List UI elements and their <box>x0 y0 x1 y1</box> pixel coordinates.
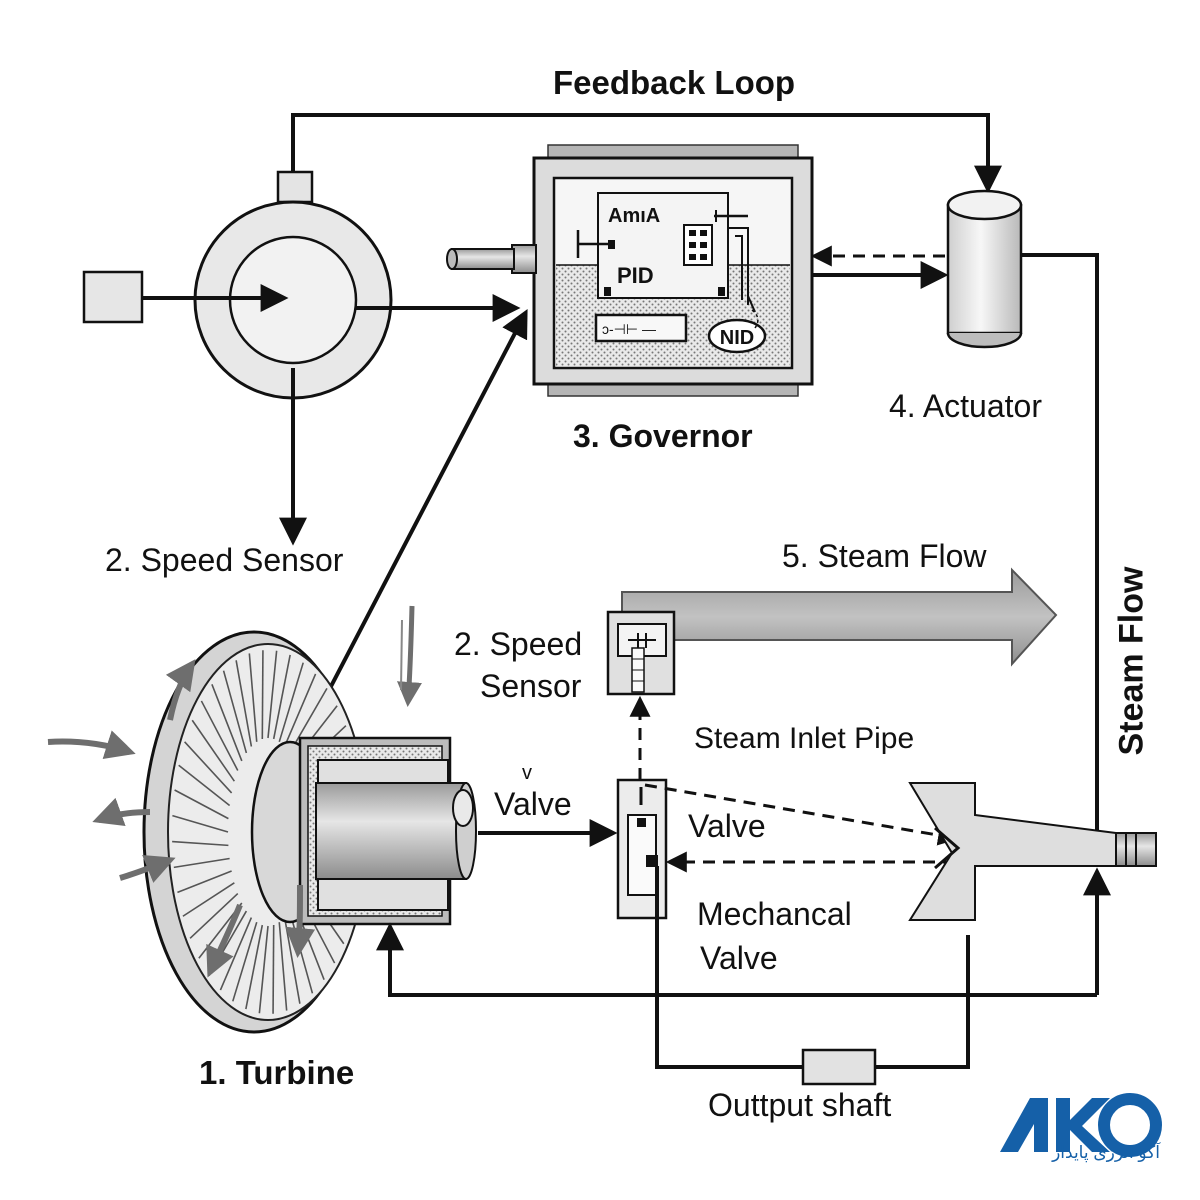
governor-actuator-connectors <box>810 245 1099 830</box>
turbine-blade <box>173 857 230 869</box>
turbine-flow-arrows <box>47 605 422 978</box>
steam-flow-arrow <box>621 567 1058 667</box>
actuator-unit <box>946 189 1023 349</box>
turbine-blade <box>174 789 229 820</box>
governor-pid-label: PID <box>617 263 654 288</box>
mechanical-valve-label-line2: Valve <box>700 940 778 976</box>
speed-sensor-connectors <box>142 284 521 546</box>
valve-left-label: Valve <box>494 786 572 822</box>
turbine-blade <box>219 917 253 991</box>
output-shaft-label: Outtput shaft <box>708 1087 892 1123</box>
company-logo <box>1000 1093 1162 1157</box>
feedback-loop-label: Feedback Loop <box>553 64 796 101</box>
steam-flow-vertical-label: Steam Flow <box>1112 566 1151 756</box>
turbine-label: 1. Turbine <box>199 1054 355 1091</box>
bottom-loop-connectors <box>376 866 1111 1086</box>
turbine-blade <box>278 662 304 743</box>
turbine-blade <box>172 814 229 833</box>
turbine-blade <box>172 840 229 847</box>
actuator-label: 4. Actuator <box>889 388 1042 424</box>
turbine-blade <box>191 719 236 782</box>
turbine-blade <box>232 921 258 1002</box>
turbine-blade <box>184 741 233 794</box>
output-shaft-block <box>801 1048 877 1086</box>
governor-component-text: ɔ-⊣⊢ — <box>602 321 656 337</box>
turbine-blade <box>235 660 253 747</box>
turbine-blade <box>211 684 243 762</box>
turbine-blade <box>189 892 239 939</box>
turbine-blade <box>182 882 235 917</box>
valve-left-mark: v <box>522 762 532 784</box>
steam-inlet-pipe-label: Steam Inlet Pipe <box>694 722 915 755</box>
mechanical-valve-label-line1: Mechancal <box>697 896 852 932</box>
turbine-blade <box>258 925 269 1014</box>
valve-connectors <box>478 695 960 873</box>
turbine-blade <box>248 653 258 742</box>
steam-flow-label: 5. Steam Flow <box>782 538 987 574</box>
speed-sensor-unit <box>82 170 393 400</box>
governor-chip-label: AmıA <box>608 205 660 227</box>
speed-sensor-label: 2. Speed Sensor <box>105 542 344 578</box>
turbine-blade <box>267 650 278 739</box>
turbine-blade <box>178 764 231 807</box>
governor-nid-label: NID <box>720 327 754 349</box>
turbine-blade <box>261 650 264 739</box>
steam-inlet-nozzle <box>908 782 1157 921</box>
governor-unit <box>446 144 814 397</box>
small-speed-sensor-label-line2: Sensor <box>480 668 582 704</box>
turbine-blade <box>245 924 264 1010</box>
turbine-blade <box>278 922 288 1011</box>
turbine-blade <box>200 700 239 771</box>
turbine-housing <box>298 736 477 926</box>
company-logo-text: آکو انرژی پایدار <box>1052 1143 1160 1162</box>
feedback-loop-connector <box>291 113 1002 194</box>
turbine-blade <box>272 925 275 1014</box>
turbine-blade <box>283 673 317 747</box>
small-speed-sensor-label-line1: 2. Speed <box>454 626 583 662</box>
valve-right-label: Valve <box>688 808 766 844</box>
turbine-blade <box>272 654 291 740</box>
turbine-blade <box>177 870 232 894</box>
governor-label: 3. Governor <box>573 418 753 454</box>
small-speed-sensor <box>606 610 676 696</box>
turbine-blade <box>222 670 248 754</box>
